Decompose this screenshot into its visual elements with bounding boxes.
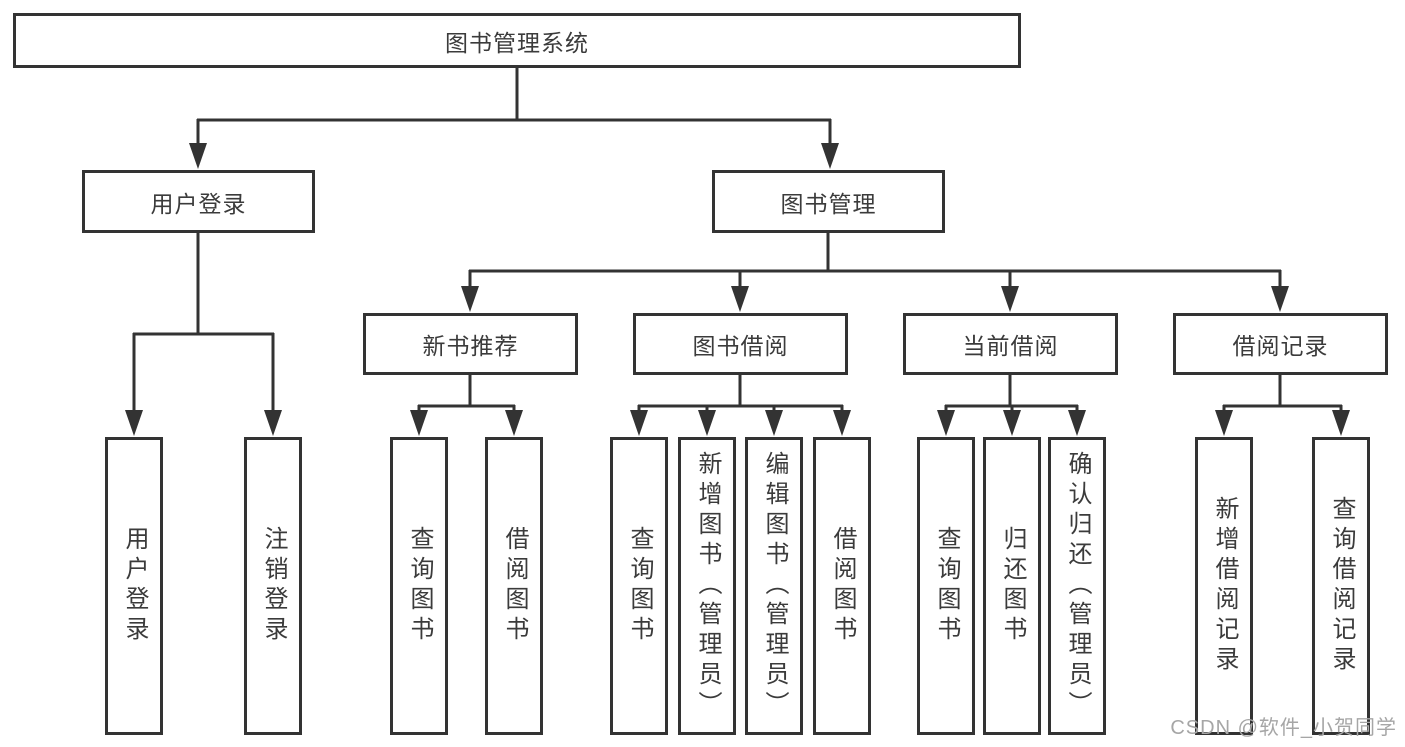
arrowhead-icon (125, 410, 143, 436)
node-label: 新增图书（管理员） (694, 451, 721, 721)
arrowhead-icon (1271, 286, 1289, 312)
node-label: 查询图书 (933, 526, 960, 646)
arrowhead-icon (1001, 286, 1019, 312)
edges-book-borrow (630, 375, 851, 436)
arrowhead-icon (1003, 410, 1021, 436)
node-label: 借阅图书 (501, 526, 528, 646)
node-user-login: 用户登录 (105, 437, 163, 735)
arrowhead-icon (1068, 410, 1086, 436)
node-current-borrow: 当前借阅 (903, 313, 1118, 375)
edges-root (189, 68, 839, 169)
node-confirm-return-admin: 确认归还（管理员） (1048, 437, 1106, 735)
node-library-management-system: 图书管理系统 (13, 13, 1021, 68)
edges-borrow-record (1215, 375, 1350, 436)
node-new-book-recommend: 新书推荐 (363, 313, 578, 375)
edges-new-book-recommend (410, 375, 523, 436)
node-book-management: 图书管理 (712, 170, 945, 233)
node-label: 图书借阅 (692, 333, 789, 359)
node-label: 图书管理系统 (445, 29, 589, 56)
node-borrow-record: 借阅记录 (1173, 313, 1388, 375)
node-label: 归还图书 (999, 526, 1026, 646)
edges-user-login-group (125, 233, 282, 436)
node-query-book-current: 查询图书 (917, 437, 975, 735)
arrowhead-icon (698, 410, 716, 436)
node-query-book-borrow: 查询图书 (610, 437, 668, 735)
arrowhead-icon (264, 410, 282, 436)
edges-book-management (461, 233, 1289, 312)
node-label: 借阅图书 (829, 526, 856, 646)
node-query-book-recommend: 查询图书 (390, 437, 448, 735)
arrowhead-icon (821, 143, 839, 169)
node-add-book-admin: 新增图书（管理员） (678, 437, 736, 735)
arrowhead-icon (410, 410, 428, 436)
arrowhead-icon (1332, 410, 1350, 436)
node-label: 当前借阅 (962, 333, 1059, 359)
node-label: 查询借阅记录 (1328, 496, 1355, 676)
node-label: 新书推荐 (422, 333, 519, 359)
arrowhead-icon (765, 410, 783, 436)
arrowhead-icon (937, 410, 955, 436)
node-logout: 注销登录 (244, 437, 302, 735)
arrowhead-icon (833, 410, 851, 436)
node-borrow-book: 借阅图书 (813, 437, 871, 735)
watermark: CSDN @软件_小贺同学 (1170, 717, 1397, 739)
node-query-borrow-record: 查询借阅记录 (1312, 437, 1370, 735)
node-label: 编辑图书（管理员） (761, 451, 788, 721)
node-label: 注销登录 (260, 526, 287, 646)
node-edit-book-admin: 编辑图书（管理员） (745, 437, 803, 735)
arrowhead-icon (461, 286, 479, 312)
node-label: 确认归还（管理员） (1064, 451, 1091, 721)
node-label: 图书管理 (780, 190, 877, 217)
node-user-login-group: 用户登录 (82, 170, 315, 233)
node-borrow-book-recommend: 借阅图书 (485, 437, 543, 735)
node-label: 新增借阅记录 (1211, 496, 1238, 676)
arrowhead-icon (630, 410, 648, 436)
arrowhead-icon (731, 286, 749, 312)
node-label: 用户登录 (150, 190, 247, 217)
node-label: 查询图书 (406, 526, 433, 646)
node-return-book: 归还图书 (983, 437, 1041, 735)
node-label: 借阅记录 (1232, 333, 1329, 359)
arrowhead-icon (189, 143, 207, 169)
edges-current-borrow (937, 375, 1086, 436)
node-label: 用户登录 (121, 526, 148, 646)
node-add-borrow-record: 新增借阅记录 (1195, 437, 1253, 735)
node-label: 查询图书 (626, 526, 653, 646)
node-book-borrow: 图书借阅 (633, 313, 848, 375)
arrowhead-icon (505, 410, 523, 436)
arrowhead-icon (1215, 410, 1233, 436)
